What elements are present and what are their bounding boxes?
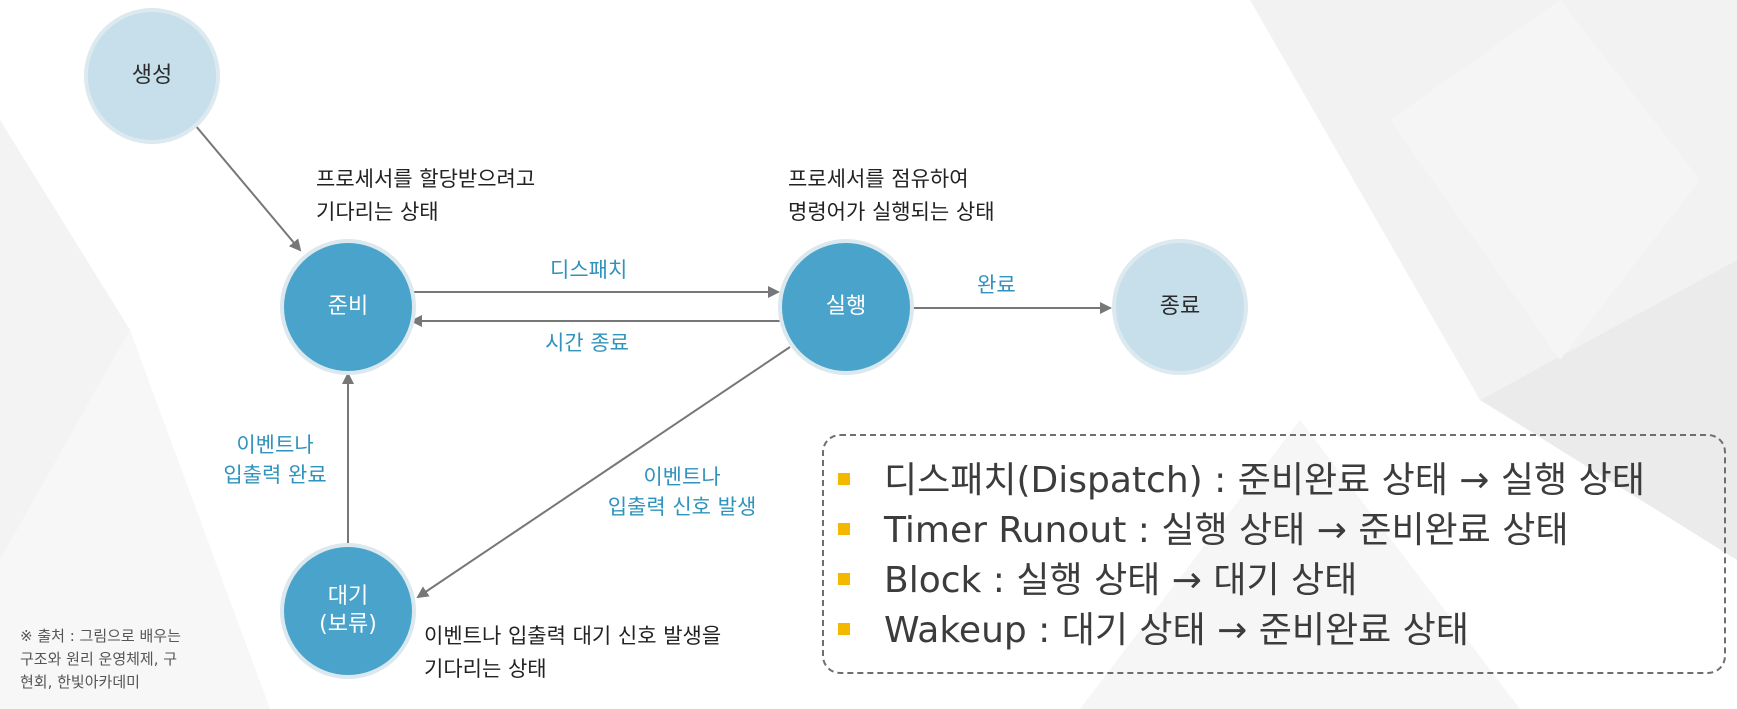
source-line2: 구조와 원리 운영체제, 구	[20, 650, 178, 668]
arrow-create-to-ready	[194, 124, 302, 252]
legend-item-timer-runout: Timer Runout : 실행 상태 → 준비완료 상태	[838, 508, 1569, 554]
caption-waiting-line2: 기다리는 상태	[424, 657, 547, 681]
caption-ready: 프로세서를 할당받으려고 기다리는 상태	[316, 163, 535, 229]
edge-label-wakeup-line2: 입출력 완료	[223, 463, 327, 487]
node-waiting	[280, 543, 416, 679]
caption-running: 프로세서를 점유하여 명령어가 실행되는 상태	[788, 163, 995, 229]
caption-ready-line1: 프로세서를 할당받으려고	[316, 167, 536, 191]
source-line3: 현회, 한빛아카데미	[20, 673, 140, 691]
legend-text-dispatch: 디스패치(Dispatch) : 준비완료 상태 → 실행 상태	[884, 460, 1645, 501]
caption-waiting-line1: 이벤트나 입출력 대기 신호 발생을	[424, 624, 722, 648]
bullet-icon	[838, 523, 850, 535]
bullet-icon	[838, 573, 850, 585]
node-waiting-label-line2: (보류)	[319, 612, 377, 637]
node-running-label: 실행	[825, 294, 867, 319]
legend-text-timer-runout: Timer Runout : 실행 상태 → 준비완료 상태	[884, 510, 1569, 551]
node-ready	[280, 239, 416, 375]
edge-label-timeout: 시간 종료	[545, 331, 629, 355]
edge-label-wakeup-line1: 이벤트나	[236, 433, 314, 457]
node-waiting-label: 대기 (보류)	[258, 583, 438, 639]
source-line1: ※ 출처 : 그림으로 배우는	[20, 627, 181, 645]
edge-label-complete: 완료	[977, 273, 1016, 297]
node-waiting-label-line1: 대기	[327, 584, 369, 609]
node-create	[84, 8, 220, 144]
caption-waiting: 이벤트나 입출력 대기 신호 발생을 기다리는 상태	[424, 620, 721, 686]
legend-text-wakeup: Wakeup : 대기 상태 → 준비완료 상태	[884, 610, 1469, 651]
arrow-block	[416, 346, 791, 599]
edge-label-dispatch: 디스패치	[550, 258, 628, 282]
bullet-icon	[838, 623, 850, 635]
legend-box: 디스패치(Dispatch) : 준비완료 상태 → 실행 상태 Timer R…	[822, 434, 1726, 674]
edge-label-block-line2: 입출력 신호 발생	[607, 495, 757, 519]
bullet-icon	[838, 473, 850, 485]
source-note: ※ 출처 : 그림으로 배우는 구조와 원리 운영체제, 구 현회, 한빛아카데…	[20, 625, 240, 694]
node-create-label: 생성	[131, 63, 173, 88]
node-terminated-label: 종료	[1159, 294, 1201, 319]
edge-label-wakeup: 이벤트나 입출력 완료	[210, 430, 340, 490]
legend-text-block: Block : 실행 상태 → 대기 상태	[884, 560, 1358, 601]
edge-label-block: 이벤트나 입출력 신호 발생	[582, 462, 782, 522]
node-ready-label: 준비	[327, 294, 369, 319]
legend-item-block: Block : 실행 상태 → 대기 상태	[838, 558, 1357, 604]
node-terminated	[1112, 239, 1248, 375]
edge-label-block-line1: 이벤트나	[643, 465, 721, 489]
caption-running-line2: 명령어가 실행되는 상태	[788, 200, 995, 224]
caption-running-line1: 프로세서를 점유하여	[788, 167, 969, 191]
caption-ready-line2: 기다리는 상태	[316, 200, 439, 224]
legend-item-dispatch: 디스패치(Dispatch) : 준비완료 상태 → 실행 상태	[838, 458, 1645, 504]
node-running	[778, 239, 914, 375]
legend-item-wakeup: Wakeup : 대기 상태 → 준비완료 상태	[838, 608, 1469, 654]
